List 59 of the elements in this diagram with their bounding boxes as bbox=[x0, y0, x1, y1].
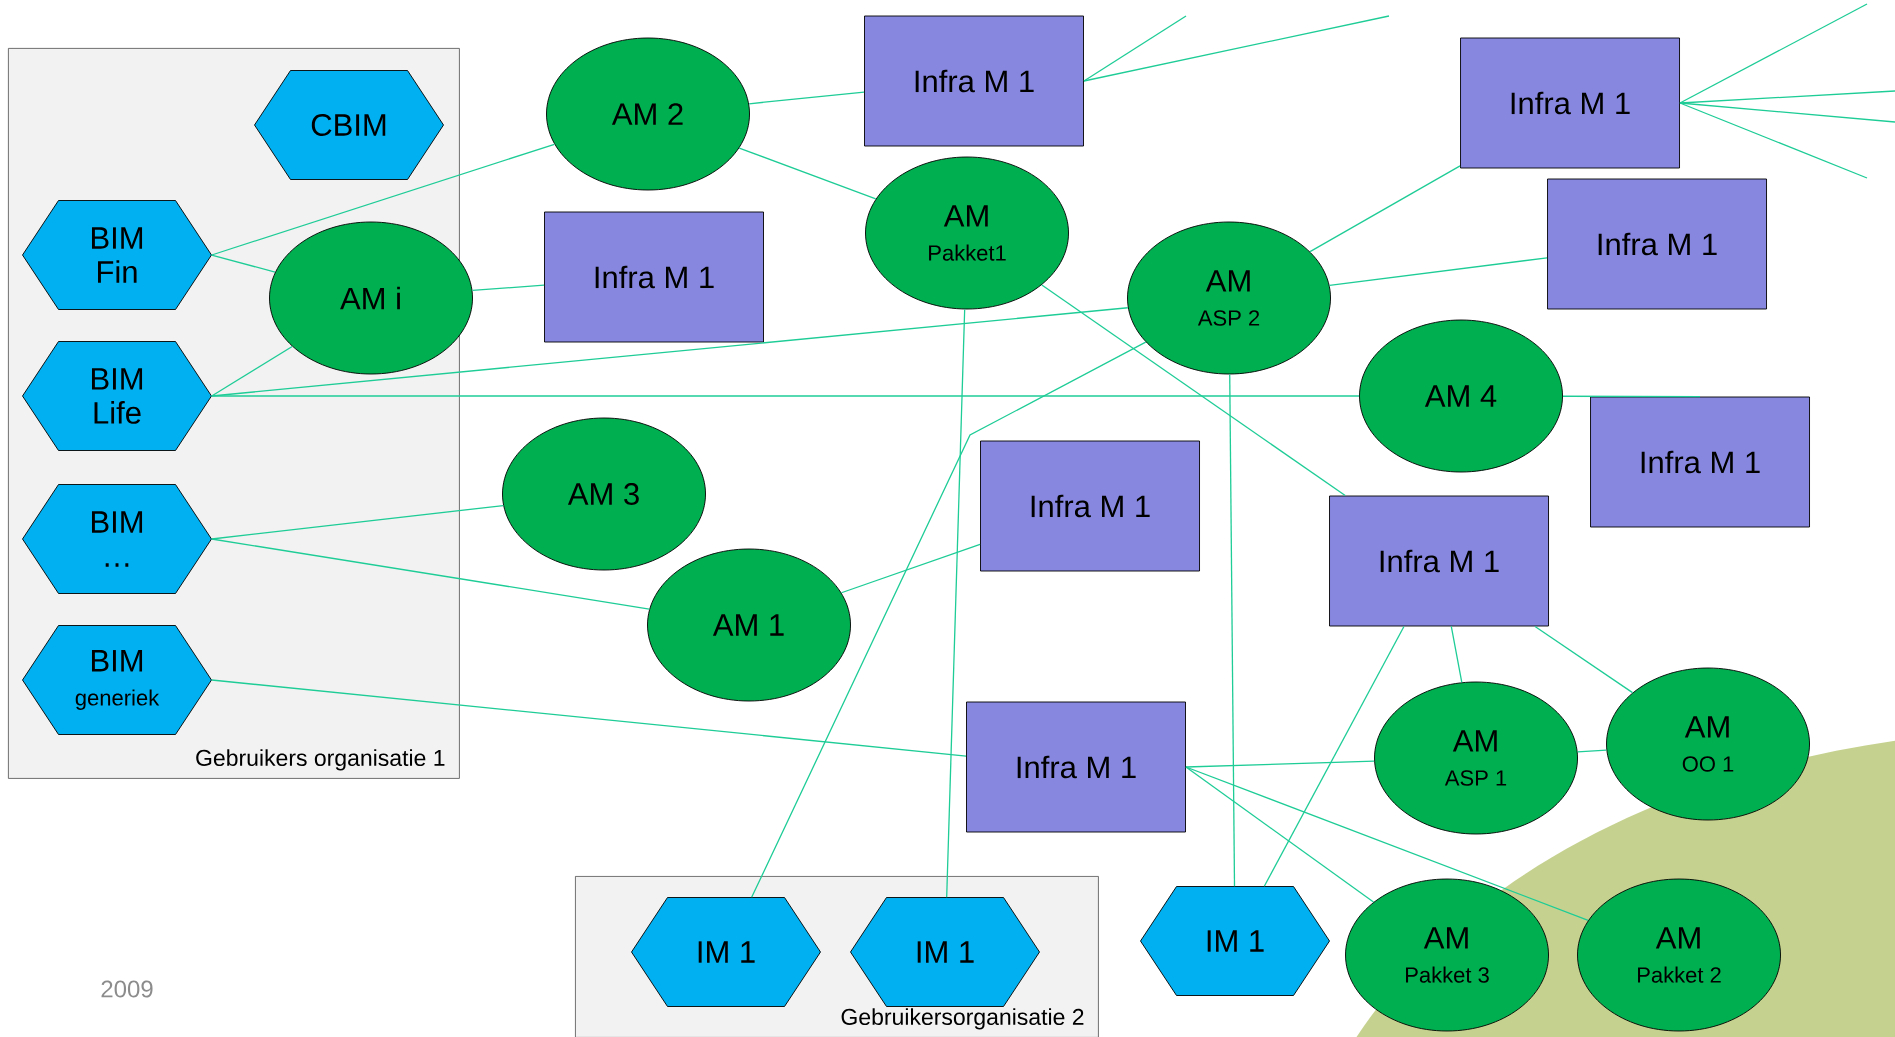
hexagon-node: IM 1 bbox=[631, 897, 821, 1007]
ellipse-node: AM i bbox=[269, 221, 473, 375]
connector-line bbox=[1041, 284, 1346, 497]
module-box: Infra M 1 bbox=[1329, 495, 1549, 627]
ellipse-node: AM ASP 1 bbox=[1374, 681, 1578, 835]
hexagon-node: BIM … bbox=[22, 484, 212, 594]
ellipse-node: AM Pakket 2 bbox=[1577, 878, 1781, 1032]
ellipse-node: AM Pakket 3 bbox=[1345, 878, 1549, 1032]
connector-line bbox=[738, 147, 877, 200]
connector-line bbox=[211, 143, 556, 256]
connector-line bbox=[1450, 625, 1463, 683]
connector-line bbox=[1083, 15, 1187, 82]
ellipse-node: AM 3 bbox=[502, 417, 706, 571]
connector-line bbox=[1679, 102, 1868, 179]
module-box: Infra M 1 bbox=[864, 15, 1084, 147]
hexagon-node: BIM Fin bbox=[22, 200, 212, 310]
connector-line bbox=[211, 395, 1360, 397]
connector-line bbox=[1229, 373, 1236, 887]
connector-line bbox=[1185, 760, 1375, 768]
connector-line bbox=[471, 284, 545, 292]
connector-line bbox=[1309, 165, 1461, 253]
ellipse-node: AM 1 bbox=[647, 548, 851, 702]
connector-line bbox=[211, 345, 293, 397]
connector-line bbox=[1679, 90, 1895, 104]
connector-line bbox=[1562, 395, 1701, 398]
ellipse-node: AM Pakket1 bbox=[865, 156, 1069, 310]
ellipse-node: AM 2 bbox=[546, 37, 750, 191]
module-box: Infra M 1 bbox=[544, 211, 764, 343]
module-box: Infra M 1 bbox=[1460, 37, 1680, 169]
connector-line bbox=[748, 91, 865, 105]
connector-line bbox=[211, 254, 276, 273]
connector-line bbox=[1328, 257, 1548, 286]
connector-line bbox=[946, 308, 966, 898]
connector-line bbox=[840, 543, 981, 594]
connector-line bbox=[1577, 749, 1608, 753]
ellipse-node: AM OO 1 bbox=[1606, 667, 1810, 821]
connector-line bbox=[1083, 15, 1390, 82]
module-box: Infra M 1 bbox=[966, 701, 1186, 833]
connector-line bbox=[1263, 625, 1405, 887]
hexagon-node: IM 1 bbox=[850, 897, 1040, 1007]
connector-line bbox=[211, 504, 504, 540]
module-box: Infra M 1 bbox=[1547, 178, 1767, 310]
module-box: Infra M 1 bbox=[980, 440, 1200, 572]
ellipse-node: AM 4 bbox=[1359, 319, 1563, 473]
connector-line bbox=[211, 538, 650, 610]
connector-line bbox=[1534, 625, 1634, 694]
connector-line bbox=[211, 679, 967, 757]
connector-line bbox=[1185, 766, 1589, 921]
hexagon-node: IM 1 bbox=[1140, 886, 1330, 996]
year-label: 2009 bbox=[101, 980, 153, 998]
hexagon-node: BIM Life bbox=[22, 341, 212, 451]
module-box: Infra M 1 bbox=[1590, 396, 1810, 528]
connector-line bbox=[751, 341, 1147, 898]
connector-line bbox=[1679, 102, 1895, 123]
hexagon-node: CBIM bbox=[254, 70, 444, 180]
hexagon-node: BIM generiek bbox=[22, 625, 212, 735]
connector-line bbox=[1679, 3, 1868, 104]
ellipse-node: AM ASP 2 bbox=[1127, 221, 1331, 375]
connector-line bbox=[1185, 766, 1375, 903]
